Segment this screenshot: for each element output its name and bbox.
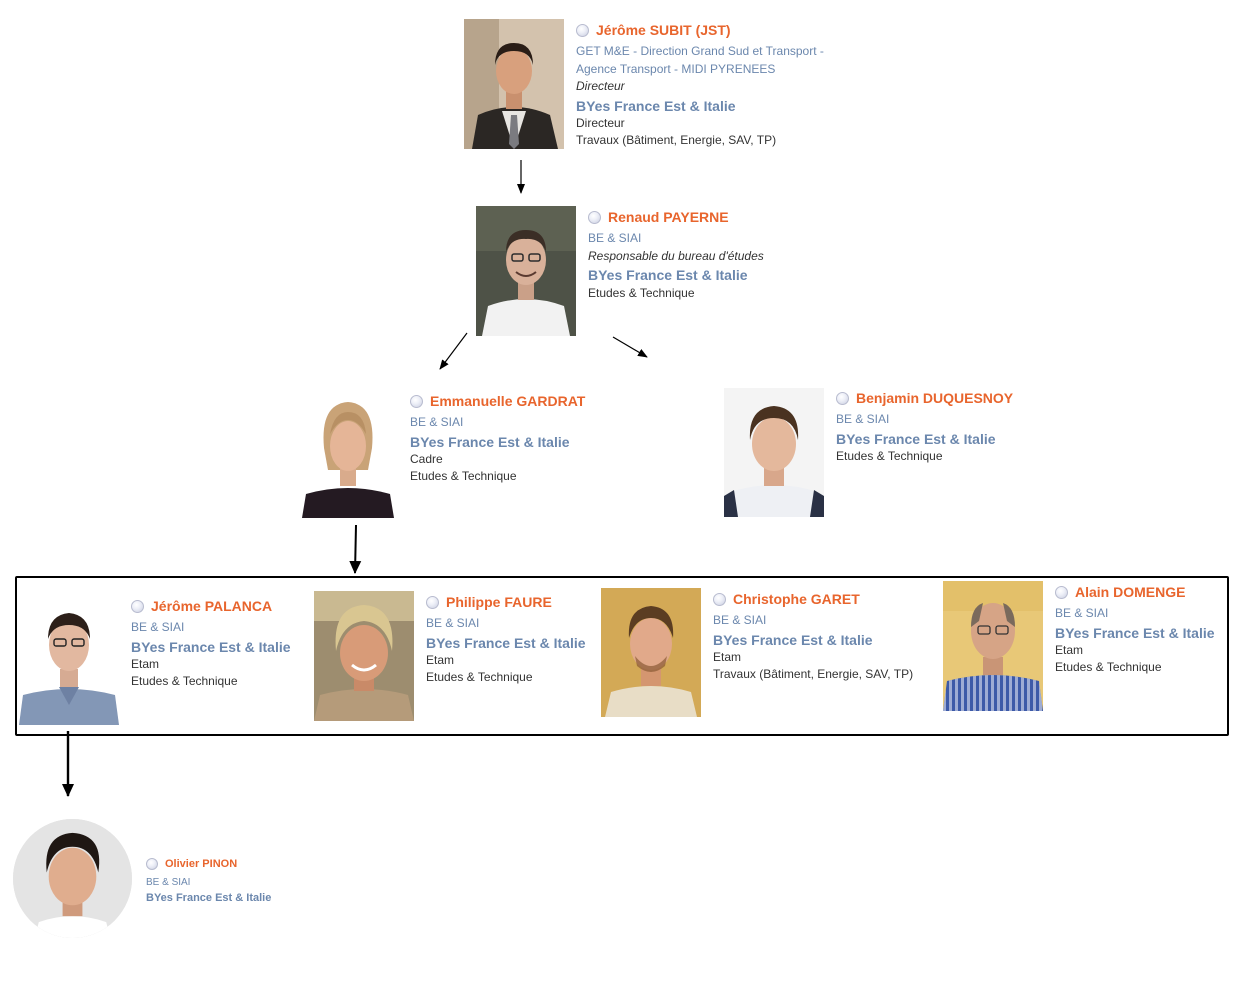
company: BYes France Est & Italie [836, 430, 996, 447]
person-name[interactable]: Alain DOMENGE [1075, 584, 1186, 600]
detail-level: Etam [713, 649, 742, 664]
person-name[interactable]: Olivier PINON [165, 858, 238, 870]
profile-photo-gardrat [298, 390, 398, 518]
company: BYes France Est & Italie [1055, 624, 1215, 641]
arrow-payerne-to-duquesnoy [612, 336, 648, 358]
presence-status-icon [1055, 585, 1068, 599]
person-name[interactable]: Christophe GARET [733, 591, 860, 607]
company: BYes France Est & Italie [713, 631, 873, 648]
department: GET M&E - Direction Grand Sud et Transpo… [576, 44, 824, 59]
department: BE & SIAI [131, 620, 185, 635]
company: BYes France Est & Italie [410, 433, 570, 450]
presence-status-icon [410, 394, 423, 408]
detail-level: Directeur [576, 116, 625, 131]
detail-domain: Etudes & Technique [426, 669, 533, 684]
profile-photo-garet [601, 588, 701, 717]
presence-status-icon [588, 210, 601, 224]
presence-status-icon [576, 23, 589, 37]
profile-photo-subit [464, 19, 564, 149]
detail-domain: Travaux (Bâtiment, Energie, SAV, TP) [713, 666, 914, 681]
company: BYes France Est & Italie [588, 267, 748, 284]
job-role: Directeur [576, 79, 625, 94]
arrow-gardrat-to-group [349, 524, 362, 574]
person-name[interactable]: Jérôme SUBIT (JST) [596, 22, 731, 38]
presence-status-icon [131, 599, 144, 613]
company: BYes France Est & Italie [146, 892, 272, 905]
company: BYes France Est & Italie [131, 638, 291, 655]
detail-domain: Etudes & Technique [1055, 659, 1162, 674]
department-line-2: Agence Transport - MIDI PYRENEES [576, 61, 776, 76]
profile-photo-domenge [943, 581, 1043, 711]
presence-status-icon [836, 391, 849, 405]
department: BE & SIAI [410, 415, 464, 430]
presence-status-icon [146, 858, 158, 871]
company: BYes France Est & Italie [426, 634, 586, 651]
person-name[interactable]: Philippe FAURE [446, 594, 552, 610]
detail-level: Etam [426, 652, 455, 667]
job-role: Responsable du bureau d'études [588, 248, 764, 263]
profile-photo-payerne [476, 206, 576, 336]
detail-domain: Etudes & Technique [410, 468, 517, 483]
department: BE & SIAI [836, 412, 890, 427]
detail-level: Etam [131, 656, 160, 671]
person-name[interactable]: Benjamin DUQUESNOY [856, 390, 1014, 406]
profile-photo-palanca [19, 595, 119, 725]
arrow-payerne-to-gardrat [439, 332, 468, 370]
team-group-box [15, 576, 1229, 736]
person-name[interactable]: Renaud PAYERNE [608, 209, 729, 225]
department: BE & SIAI [426, 616, 480, 631]
department: BE & SIAI [1055, 606, 1109, 621]
detail-level: Etam [1055, 642, 1084, 657]
department: BE & SIAI [713, 613, 767, 628]
person-name[interactable]: Jérôme PALANCA [151, 598, 273, 614]
company: BYes France Est & Italie [576, 97, 736, 114]
presence-status-icon [426, 595, 439, 609]
department: BE & SIAI [588, 231, 642, 246]
detail-domain: Etudes & Technique [588, 285, 695, 300]
department: BE & SIAI [146, 877, 191, 889]
profile-photo-pinon [13, 819, 132, 938]
person-name[interactable]: Emmanuelle GARDRAT [430, 393, 586, 409]
detail-domain: Etudes & Technique [836, 448, 943, 463]
detail-domain: Etudes & Technique [131, 673, 238, 688]
presence-status-icon [713, 592, 726, 606]
profile-photo-faure [314, 591, 414, 721]
detail-level: Cadre [410, 451, 443, 466]
profile-photo-duquesnoy [724, 388, 824, 517]
detail-domain: Travaux (Bâtiment, Energie, SAV, TP) [576, 132, 777, 147]
